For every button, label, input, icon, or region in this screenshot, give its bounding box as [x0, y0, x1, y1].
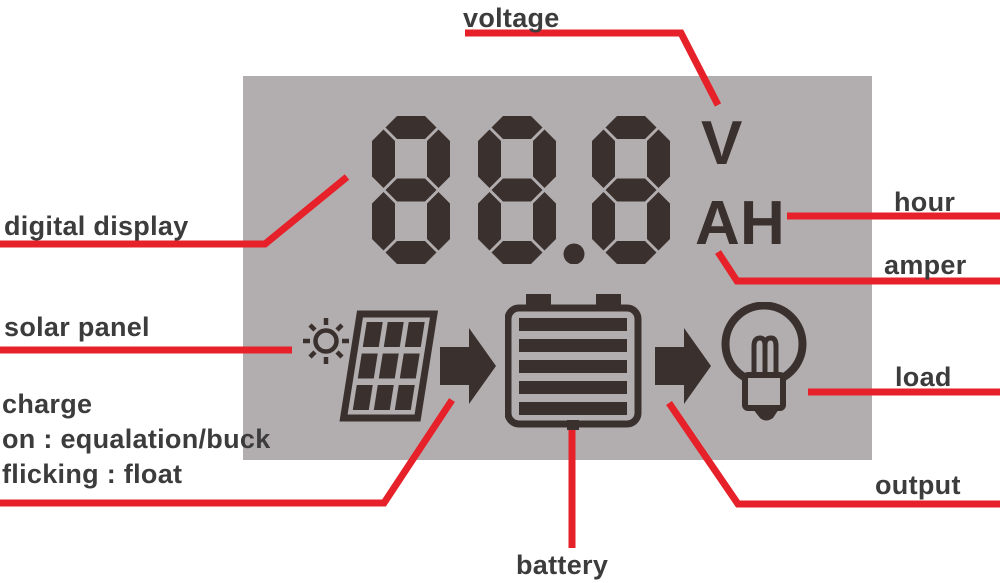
- label-load: load: [895, 362, 952, 392]
- load-bulb-icon: [721, 302, 807, 421]
- label-charge-line2: on : equalation/buck: [2, 424, 271, 454]
- hour-unit: H: [740, 189, 785, 258]
- discharge-arrow-icon: [655, 328, 711, 404]
- label-battery: battery: [516, 550, 609, 580]
- charge-arrow-icon: [440, 328, 496, 404]
- label-digital-display: digital display: [4, 211, 189, 241]
- label-charge-line3: flicking : float: [2, 459, 183, 489]
- lcd-screen: V A H: [243, 76, 872, 460]
- amp-unit: A: [695, 189, 740, 258]
- volt-unit: V: [701, 109, 743, 178]
- label-solar-panel: solar panel: [4, 312, 150, 342]
- solar-panel-icon: [339, 310, 439, 422]
- label-voltage: voltage: [463, 3, 560, 33]
- label-hour: hour: [894, 187, 956, 217]
- label-amper: amper: [884, 250, 967, 280]
- sun-icon: [303, 318, 349, 364]
- label-output: output: [875, 470, 961, 500]
- seven-segment-readout: [372, 116, 670, 264]
- label-charge-status: charge on : equalation/buck flicking : f…: [2, 387, 271, 492]
- battery-icon: [505, 294, 642, 430]
- label-charge-line1: charge: [2, 389, 93, 419]
